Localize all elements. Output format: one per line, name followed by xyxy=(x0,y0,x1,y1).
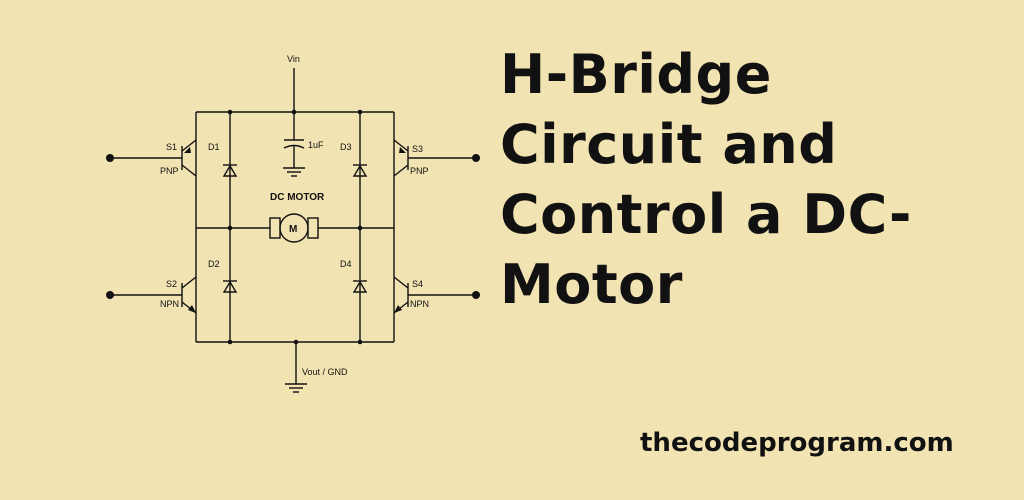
motor-icon xyxy=(279,213,309,243)
motor-symbol: M xyxy=(289,224,297,235)
diode-d1 xyxy=(222,164,238,177)
diode-d3-label: D3 xyxy=(340,142,352,152)
capacitor-label: 1uF xyxy=(308,140,324,150)
s2-input-terminal xyxy=(106,291,114,299)
diode-d2 xyxy=(222,280,238,293)
diode-d4-label: D4 xyxy=(340,259,352,269)
s1-input-terminal xyxy=(106,154,114,162)
title-line-2: Circuit and xyxy=(500,113,838,176)
s4-input-terminal xyxy=(472,291,480,299)
transistor-s2-icon xyxy=(110,276,197,314)
transistor-s3-icon xyxy=(393,139,476,177)
motor-terminal-left xyxy=(269,217,281,239)
diode-d4 xyxy=(352,280,368,293)
title-line-4: Motor xyxy=(500,253,683,316)
website-url: thecodeprogram.com xyxy=(640,428,954,458)
ground-label: Vout / GND xyxy=(302,367,348,377)
transistor-s4-type: NPN xyxy=(410,299,429,309)
transistor-s3-type: PNP xyxy=(410,166,429,176)
vin-label: Vin xyxy=(287,54,300,64)
capacitor-plate-bottom xyxy=(283,144,305,149)
transistor-s1-type: PNP xyxy=(160,166,179,176)
diode-d1-label: D1 xyxy=(208,142,220,152)
h-bridge-schematic: Vin 1uF DC MOTOR M Vout / GND S1 PNP S2 … xyxy=(106,54,480,393)
transistor-s1-icon xyxy=(110,139,197,177)
s3-input-terminal xyxy=(472,154,480,162)
transistor-s3-name: S3 xyxy=(412,144,423,154)
diode-d2-label: D2 xyxy=(208,259,220,269)
title-line-3: Control a DC- xyxy=(500,183,912,246)
motor-terminal-right xyxy=(307,217,319,239)
transistor-s2-name: S2 xyxy=(166,279,177,289)
transistor-s1-name: S1 xyxy=(166,142,177,152)
motor-caption: DC MOTOR xyxy=(270,192,325,203)
transistor-s4-icon xyxy=(393,276,476,314)
transistor-s2-type: NPN xyxy=(160,299,179,309)
page-title: H-Bridge Circuit and Control a DC- Motor xyxy=(500,40,1020,320)
transistor-s4-name: S4 xyxy=(412,279,423,289)
title-line-1: H-Bridge xyxy=(500,43,772,106)
diode-d3 xyxy=(352,164,368,177)
